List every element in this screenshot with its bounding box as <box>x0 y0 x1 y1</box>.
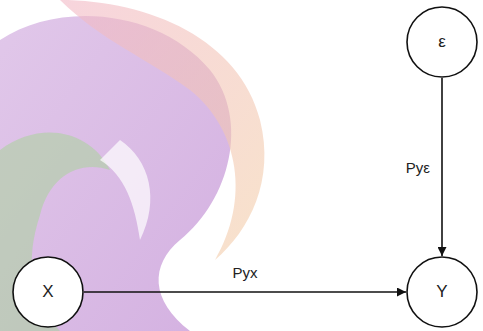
circle-outline <box>407 7 477 77</box>
variable-circle: ε <box>406 6 478 78</box>
variable-name: X <box>42 282 53 302</box>
variable-circle: X <box>12 256 84 328</box>
circle-outline <box>13 257 83 327</box>
path-coefficient: Pyε <box>406 159 430 176</box>
path-coefficient: Pyx <box>232 264 257 281</box>
circle-outline <box>407 257 477 327</box>
variable-name: ε <box>438 32 446 52</box>
variable-name: Y <box>436 282 447 302</box>
path-arrow <box>84 291 406 293</box>
watermark-swirl <box>60 0 264 260</box>
watermark-leaf <box>0 133 110 331</box>
watermark-highlight <box>100 140 150 240</box>
variable-circle: Y <box>406 256 478 328</box>
path-arrow <box>441 78 443 256</box>
